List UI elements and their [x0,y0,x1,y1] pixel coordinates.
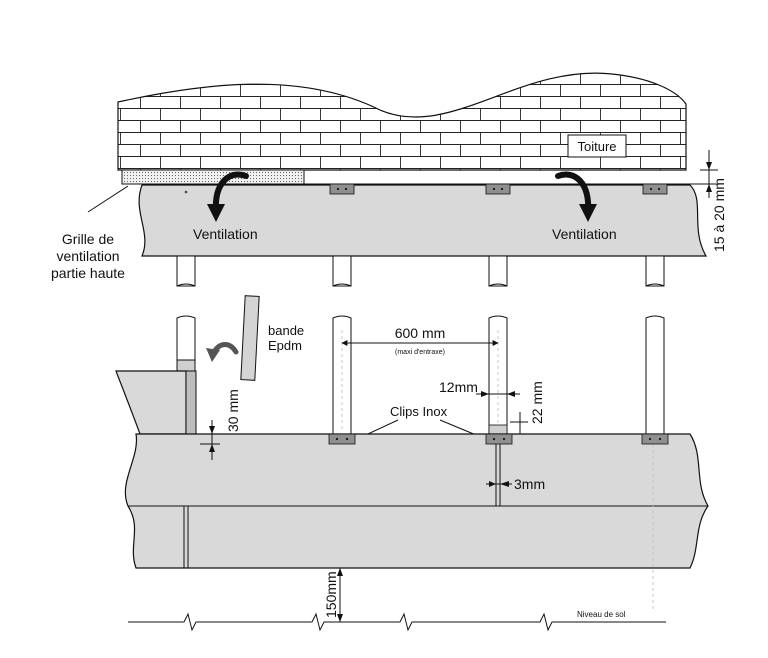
roof [117,72,687,171]
width-12-label: 12mm [439,379,478,395]
batten-stub-3 [488,255,508,287]
ground-gap-label: 150mm [323,571,339,618]
batten-stub-4 [645,255,665,287]
clips-label: Clips Inox [390,404,448,419]
bottom-clip-1 [328,433,356,445]
ventilation-arrowhead-right [579,204,597,222]
epdm-label-line1: bande [268,323,304,338]
gap-3-label: 3mm [514,476,545,492]
epdm-label-line2: Epdm [268,338,302,353]
epdm-band [240,295,260,381]
gap-30-label: 30 mm [225,389,241,432]
lower-cladding-panel [124,433,709,569]
ventilation-arrowhead-left [207,204,225,222]
gap-top-label: 15 à 20 mm [711,178,727,252]
entraxe-label: 600 mm [395,325,446,341]
height-22-label: 22 mm [529,381,545,424]
roof-label: Toiture [577,139,616,154]
wall-frame [115,370,187,435]
top-clip-3 [642,183,668,195]
top-clip-2 [485,183,511,195]
top-clip-1 [329,183,355,195]
roof-label-box [567,134,627,158]
upper-cladding-panel [138,184,708,257]
bottom-clip-2 [485,433,513,445]
grille-leader-line [87,185,129,213]
batten-3-insert [488,424,508,435]
entraxe-note: (maxi d'entraxe) [395,349,445,356]
batten-stub-2 [332,255,352,287]
batten-stub-1 [176,255,196,287]
grille-label-line2: ventilation [56,248,119,264]
wall-frame-edge [185,370,197,445]
grille-label-line1: Grille de [62,231,114,247]
ventilation-label-left: Ventilation [193,226,258,242]
ground-line [128,612,666,632]
ground-label: Niveau de sol [577,610,626,619]
ventilation-label-right: Ventilation [552,226,617,242]
batten-4 [645,315,665,435]
grille-label-line3: partie haute [51,265,125,281]
ventilation-grille [121,169,305,185]
bottom-clip-3 [641,433,669,445]
